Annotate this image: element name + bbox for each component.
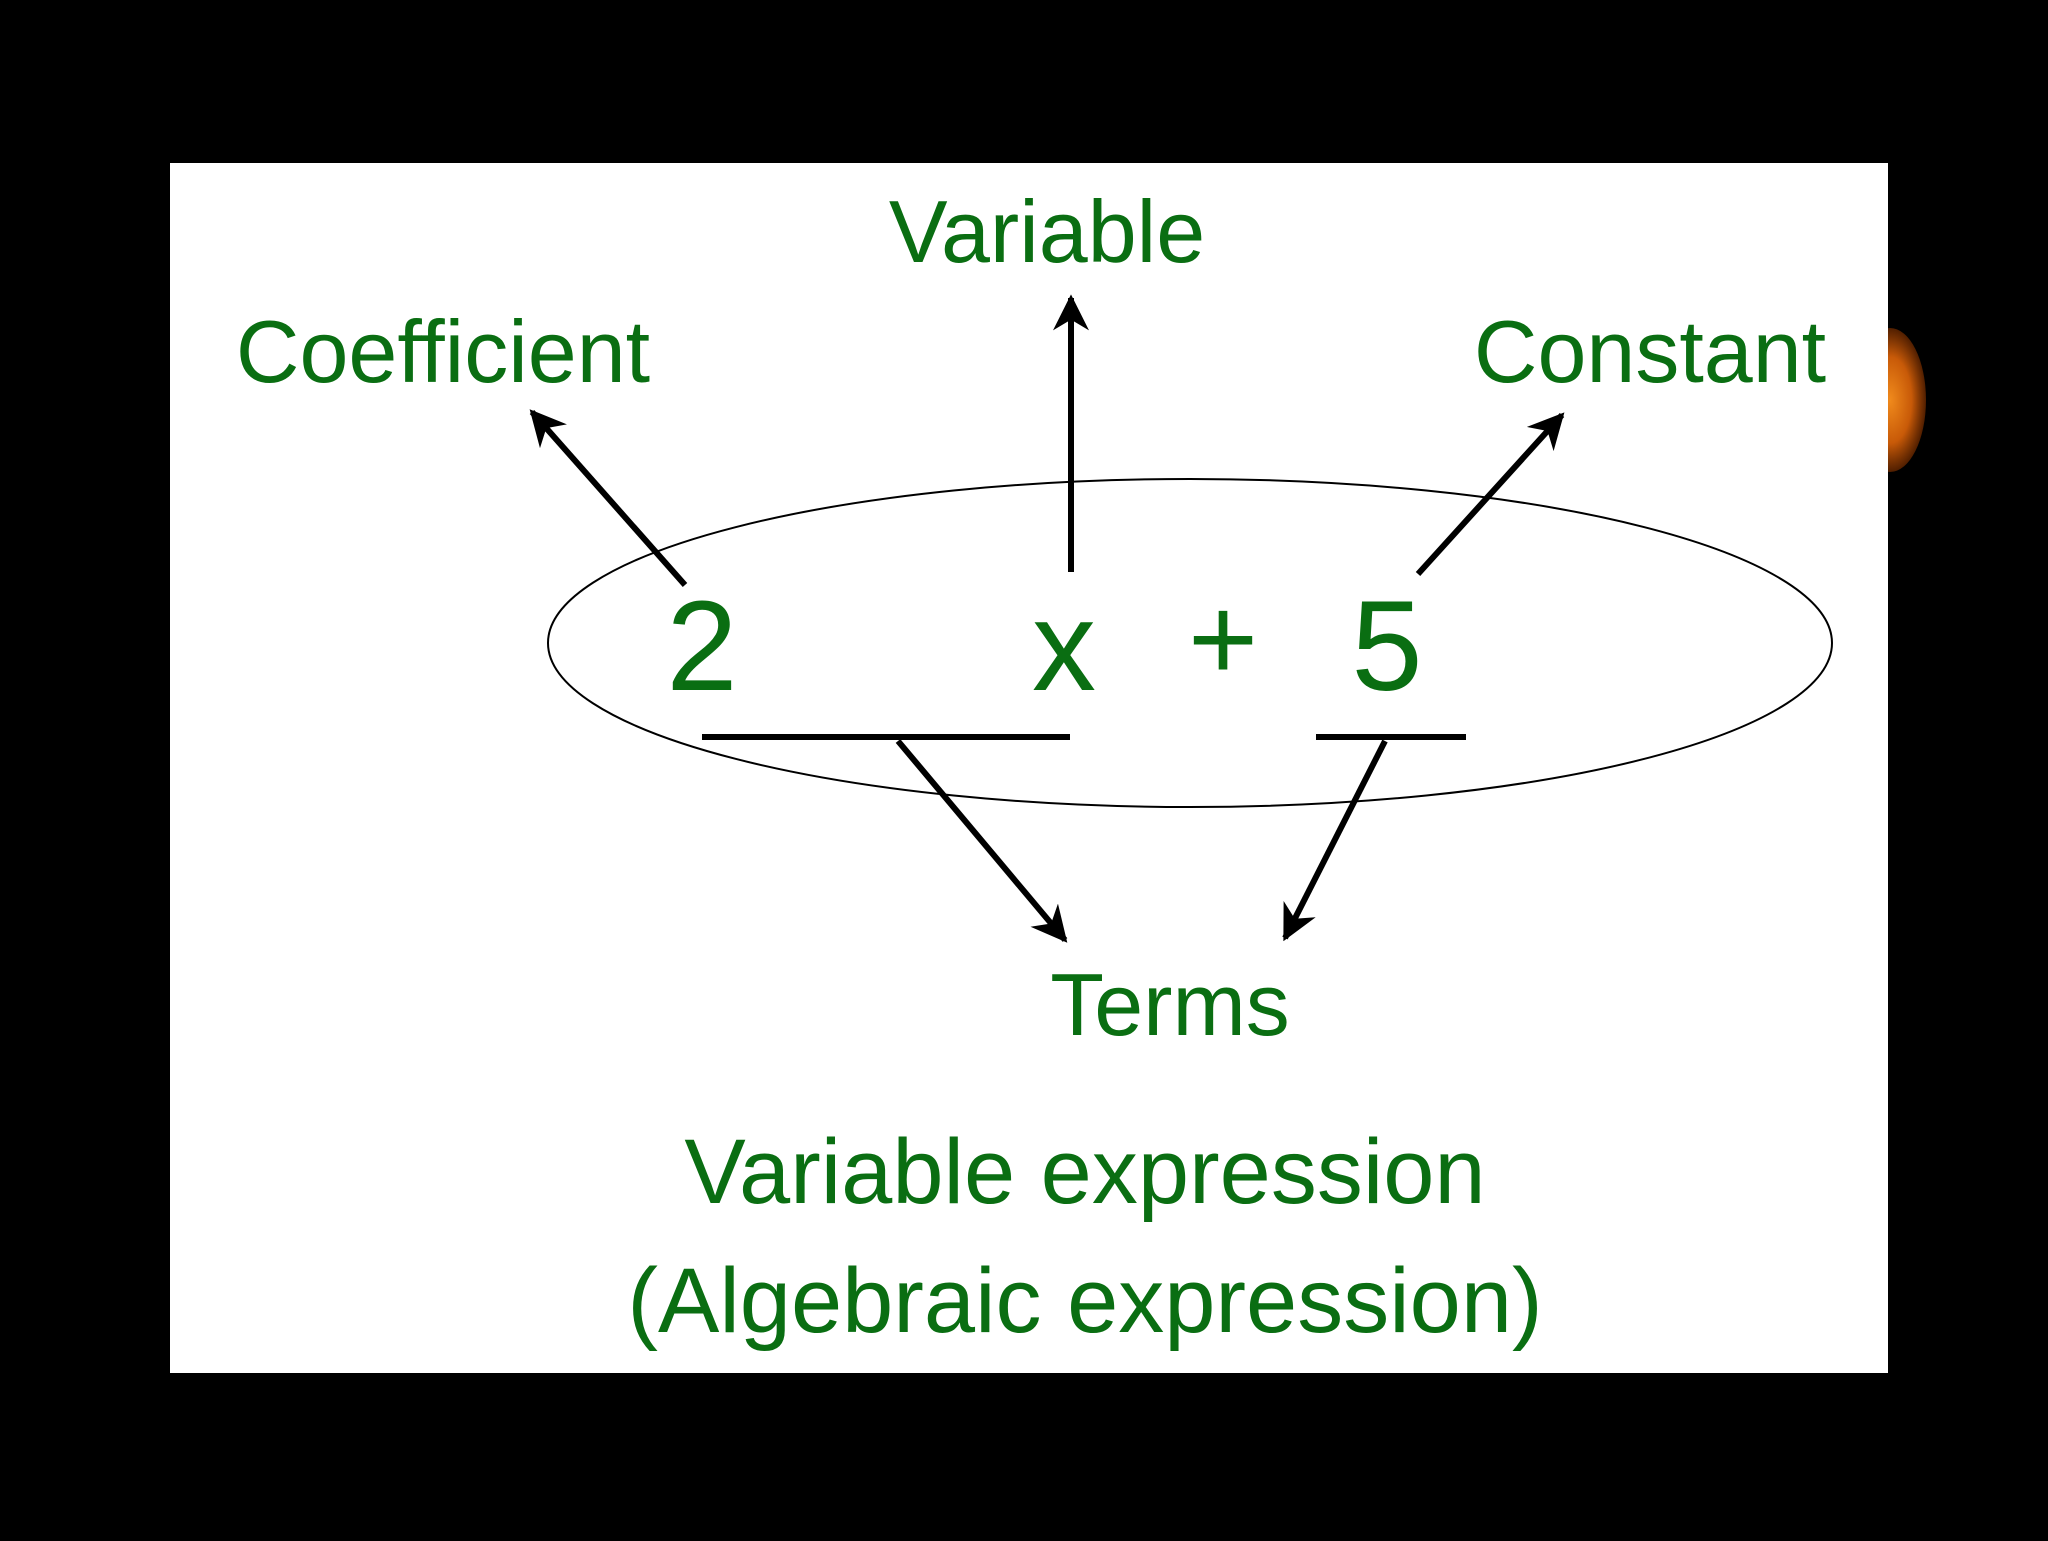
variable-label: Variable xyxy=(889,182,1205,281)
caption-line-1: Variable expression xyxy=(684,1121,1485,1223)
caption-line-2: (Algebraic expression) xyxy=(627,1250,1542,1352)
term-arrow-5 xyxy=(1282,739,1388,942)
coefficient-arrow xyxy=(529,409,688,587)
term-arrow-2x xyxy=(895,739,1068,943)
terms-label: Terms xyxy=(1050,955,1290,1054)
expression-operator: + xyxy=(1188,572,1258,706)
constant-arrow xyxy=(1415,412,1565,577)
expression-constant: 5 xyxy=(1351,575,1422,718)
expression-ellipse xyxy=(547,478,1833,808)
coefficient-label: Coefficient xyxy=(236,302,650,401)
expression-coefficient: 2 xyxy=(666,575,737,718)
constant-label: Constant xyxy=(1474,302,1826,401)
expression-variable: x xyxy=(1032,575,1096,718)
